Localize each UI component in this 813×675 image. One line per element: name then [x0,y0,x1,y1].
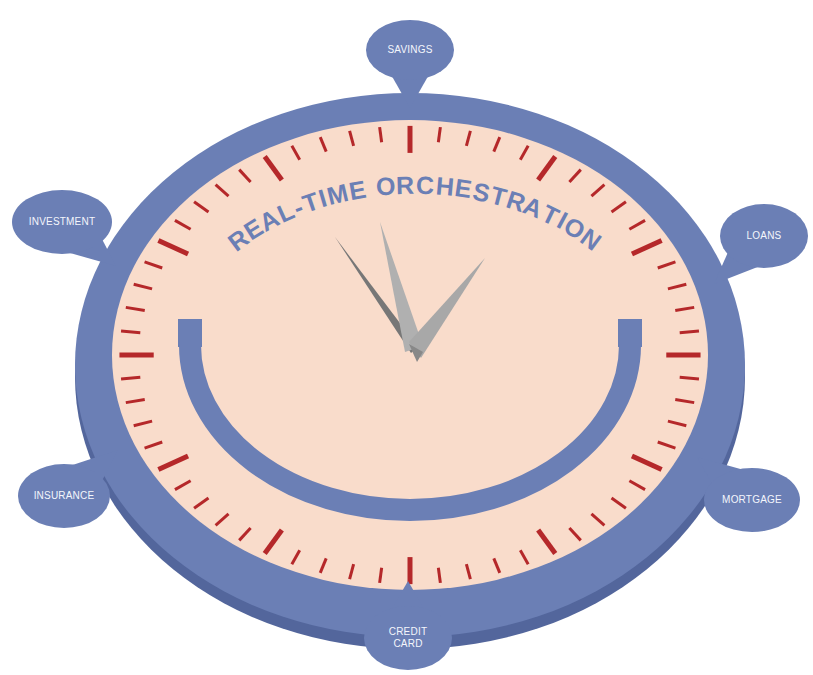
tick-mark [520,146,528,160]
tick-mark [668,421,686,426]
arc-letter: R [396,171,415,200]
callout-node: INVESTMENT [8,186,120,270]
tick-mark [612,202,626,212]
tick-mark [494,137,500,152]
tick-mark [520,550,528,564]
tick-mark [175,481,191,490]
tick-mark [320,558,326,573]
tick-mark [629,481,645,490]
tick-mark [466,131,470,146]
tick-mark [675,399,694,402]
tick-mark [134,421,152,426]
tick-mark [629,220,645,229]
tick-mark [632,456,662,470]
tick-mark [145,262,163,268]
tick-mark [350,131,354,146]
tick-mark [126,307,145,310]
callout-node: INSURANCE [12,446,122,534]
tick-mark [680,331,699,333]
callout-node: SAVINGS [362,14,458,110]
tick-mark [134,284,152,289]
callout-drop [362,14,458,110]
tick-mark [632,240,662,254]
callout-drop [360,578,456,672]
tick-mark [194,202,208,212]
tick-mark [666,353,700,358]
tick-mark [239,528,250,540]
tick-mark [121,331,140,333]
callout-body [18,464,110,528]
callout-label: CREDIT CARD [382,626,434,650]
tick-mark [569,170,580,182]
callout-node: MORTGAGE [692,452,802,538]
callout-label: INSURANCE [34,490,95,502]
callout-node: CREDIT CARD [360,578,456,672]
callout-label: MORTGAGE [722,494,782,506]
arc-end [618,319,642,347]
tick-mark [239,170,250,182]
tick-mark [438,568,440,583]
callout-label: LOANS [747,230,782,242]
tick-mark [292,146,300,160]
tick-mark [194,498,208,508]
arc-title: REAL-TIME ORCHESTRATION [70,85,750,655]
tick-mark [175,220,191,229]
tick-mark [675,307,694,310]
tick-mark [121,377,140,379]
tick-mark [265,530,282,553]
arc-letter: C [415,171,434,200]
clock-rim [75,93,745,637]
progress-arc [190,345,630,510]
callout-label: SAVINGS [387,44,432,56]
tick-mark [569,528,580,540]
tick-mark [158,240,188,254]
callout-body [12,190,112,254]
tick-mark [119,353,153,358]
tick-mark [658,262,676,268]
arc-end [178,319,202,347]
tick-mark [320,137,326,152]
minute-hand [380,222,423,352]
clock-illustration [70,85,750,655]
tick-mark [494,558,500,573]
clock-node: REAL-TIME ORCHESTRATION [70,85,750,655]
tick-mark [350,564,354,579]
tick-mark [292,550,300,564]
callout-body [366,20,454,80]
tick-mark [538,157,555,180]
tick-mark [216,514,229,525]
tick-mark [380,127,382,142]
arc-letter: H [434,172,454,201]
tick-mark [145,442,163,448]
clock-face [112,120,708,590]
callout-body [704,468,800,532]
tick-mark [126,399,145,402]
callout-node: LOANS [708,190,810,288]
tick-mark [680,377,699,379]
callout-body [364,606,452,670]
arc-letter: E [347,175,368,205]
tick-mark [438,127,440,142]
hand-hub [409,344,423,362]
tick-mark [591,514,604,525]
tick-mark [466,564,470,579]
tick-mark [380,568,382,583]
tick-mark [265,157,282,180]
tick-mark [408,557,413,584]
tick-mark [658,442,676,448]
arc-letter: O [374,171,396,201]
tick-mark [216,185,229,196]
callout-body [720,204,808,268]
tick-mark [158,456,188,470]
tick-mark [612,498,626,508]
tick-mark [538,530,555,553]
tick-mark [408,126,413,153]
arc-letter: E [453,173,474,203]
callout-label: INVESTMENT [29,216,95,228]
tick-mark [591,185,604,196]
callout-drop [8,186,120,270]
tick-mark [668,284,686,289]
hour-hand [409,258,485,358]
